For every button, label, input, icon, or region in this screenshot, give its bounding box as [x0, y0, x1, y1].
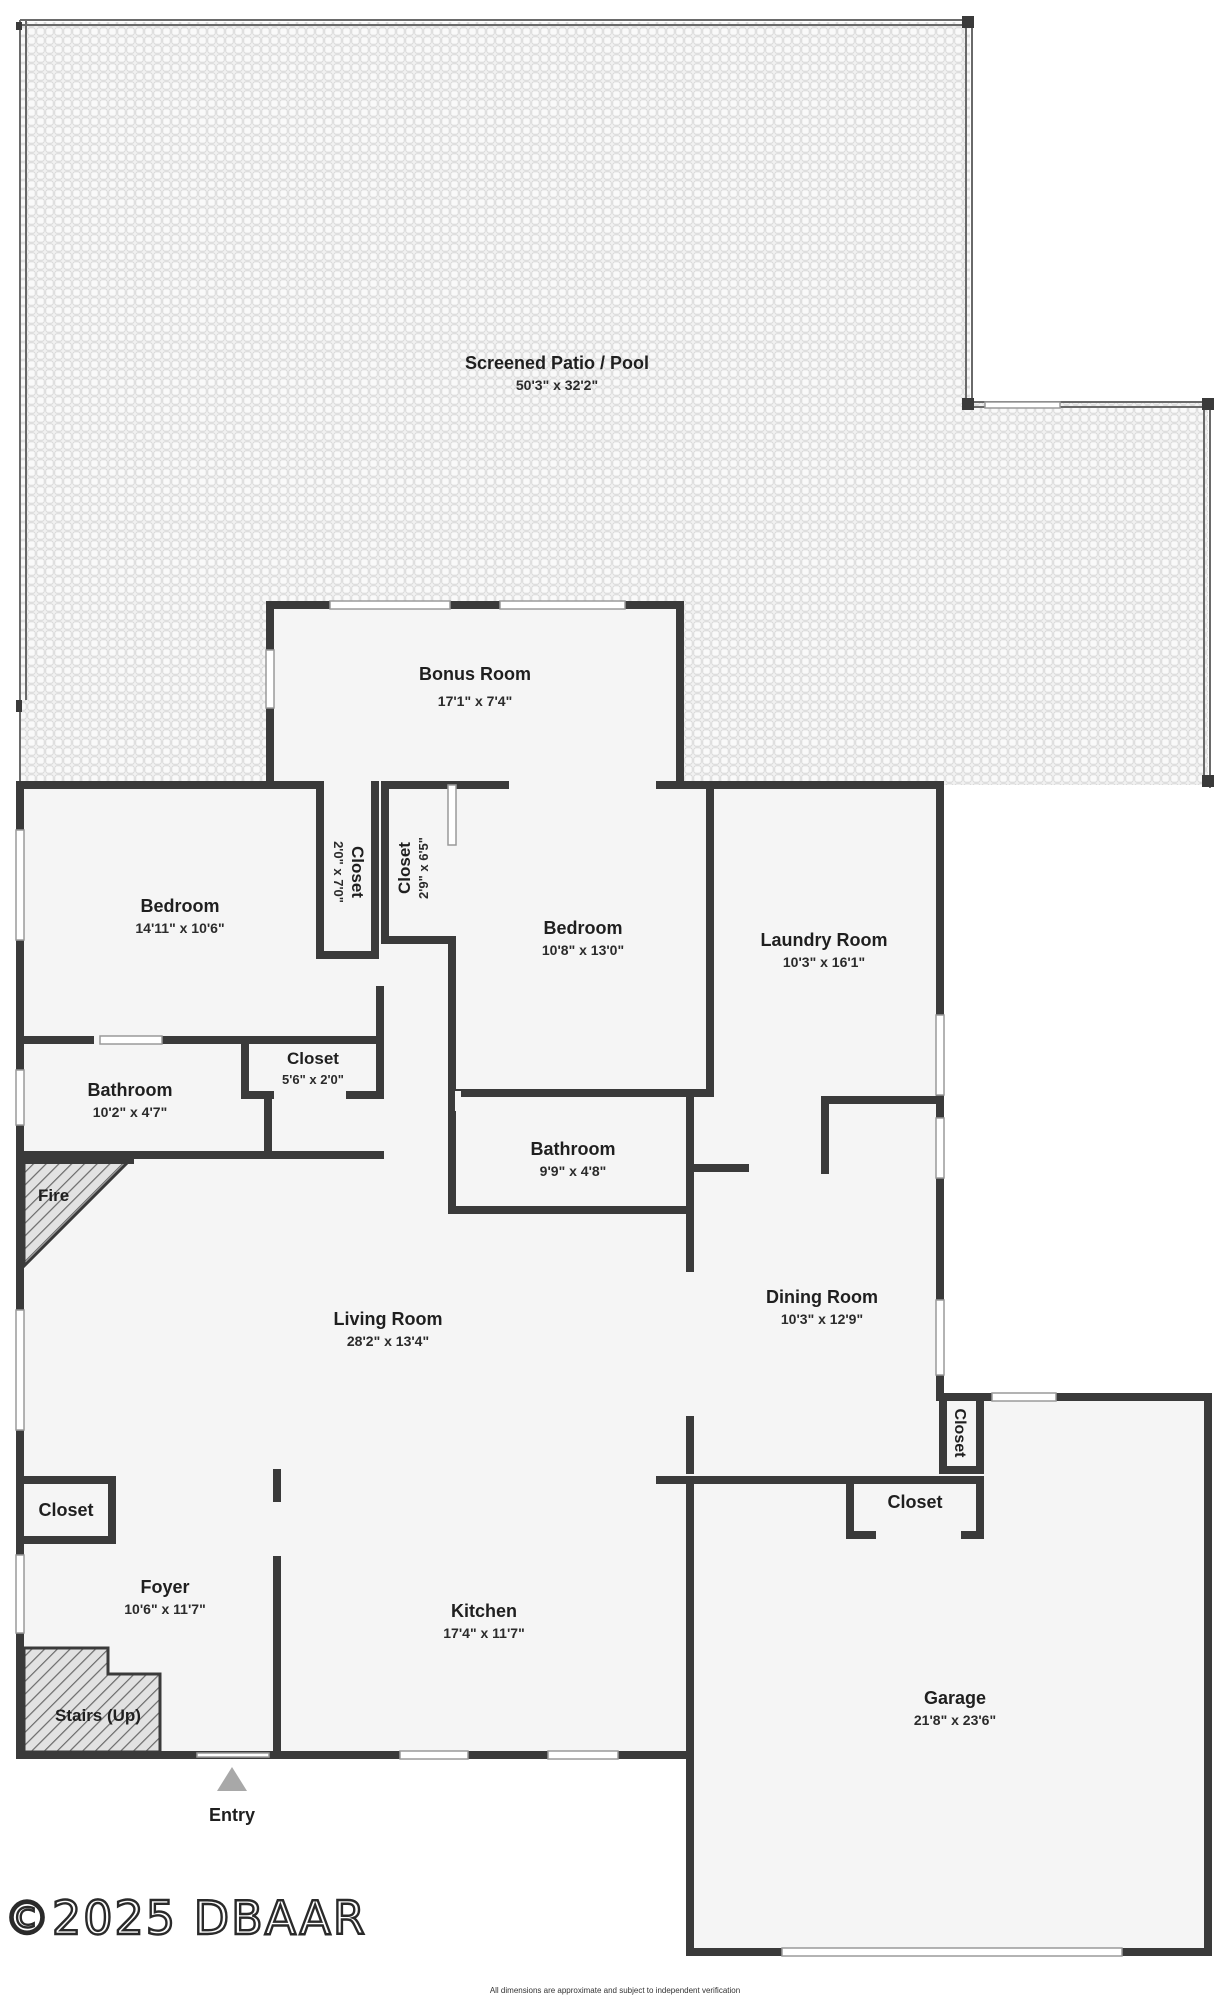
room-name-dining-room: Dining Room	[766, 1287, 878, 1307]
room-dims-closet-2x6: 2'9" x 6'5"	[416, 837, 431, 899]
room-dims-dining-room: 10'3" x 12'9"	[781, 1311, 863, 1327]
room-name-closet-dining: Closet	[951, 1409, 968, 1459]
room-dims-bathroom-west: 10'2" x 4'7"	[93, 1104, 167, 1120]
room-name-bathroom-west: Bathroom	[88, 1080, 173, 1100]
fireplace-label: Fire	[38, 1186, 69, 1205]
room-name-closet-west: Closet	[38, 1500, 93, 1520]
entry-label[interactable]: Entry	[209, 1805, 255, 1825]
copyright-watermark: ©2025 DBAAR	[4, 1891, 367, 1945]
room-labels: Screened Patio / Pool 50'3" x 32'2" Bonu…	[38, 353, 996, 1728]
entry-arrow-icon	[217, 1767, 247, 1791]
room-name-bathroom-center: Bathroom	[531, 1139, 616, 1159]
room-dims-bedroom-center: 10'8" x 13'0"	[542, 942, 624, 958]
room-dims-closet-2x7: 2'0" x 7'0"	[331, 841, 346, 903]
room-name-bedroom-west: Bedroom	[140, 896, 219, 916]
house-floor	[22, 605, 1208, 1952]
room-name-living-room: Living Room	[334, 1309, 443, 1329]
room-dims-screened-patio: 50'3" x 32'2"	[516, 377, 598, 393]
room-dims-bedroom-west: 14'11" x 10'6"	[135, 920, 224, 936]
windows	[15, 600, 1123, 1957]
room-name-kitchen: Kitchen	[451, 1601, 517, 1621]
room-dims-garage: 21'8" x 23'6"	[914, 1712, 996, 1728]
closet-2x6-label: Closet 2'9" x 6'5"	[395, 837, 431, 899]
room-name-laundry-room: Laundry Room	[760, 930, 887, 950]
room-name-closet-2x7: Closet	[348, 846, 367, 898]
dimensions-disclaimer: All dimensions are approximate and subje…	[490, 1986, 740, 1995]
room-dims-bathroom-center: 9'9" x 4'8"	[540, 1163, 607, 1179]
room-dims-closet-5x2: 5'6" x 2'0"	[282, 1072, 344, 1087]
room-dims-laundry-room: 10'3" x 16'1"	[783, 954, 865, 970]
room-name-bedroom-center: Bedroom	[543, 918, 622, 938]
room-dims-kitchen: 17'4" x 11'7"	[443, 1625, 524, 1641]
room-name-foyer: Foyer	[140, 1577, 189, 1597]
room-name-closet-garage: Closet	[887, 1492, 942, 1512]
closet-2x7-label: Closet 2'0" x 7'0"	[331, 841, 367, 903]
screened-patio-area	[16, 16, 1214, 788]
room-name-screened-patio: Screened Patio / Pool	[465, 353, 649, 373]
closet-dining-label: Closet	[951, 1409, 968, 1459]
room-name-bonus-room: Bonus Room	[419, 664, 531, 684]
room-name-closet-5x2: Closet	[287, 1049, 339, 1068]
room-name-garage: Garage	[924, 1688, 986, 1708]
room-name-closet-2x6: Closet	[395, 842, 414, 894]
room-name-stairs: Stairs (Up)	[55, 1706, 141, 1725]
room-dims-foyer: 10'6" x 11'7"	[124, 1601, 205, 1617]
room-dims-bonus-room: 17'1" x 7'4"	[438, 693, 512, 709]
room-dims-living-room: 28'2" x 13'4"	[347, 1333, 429, 1349]
